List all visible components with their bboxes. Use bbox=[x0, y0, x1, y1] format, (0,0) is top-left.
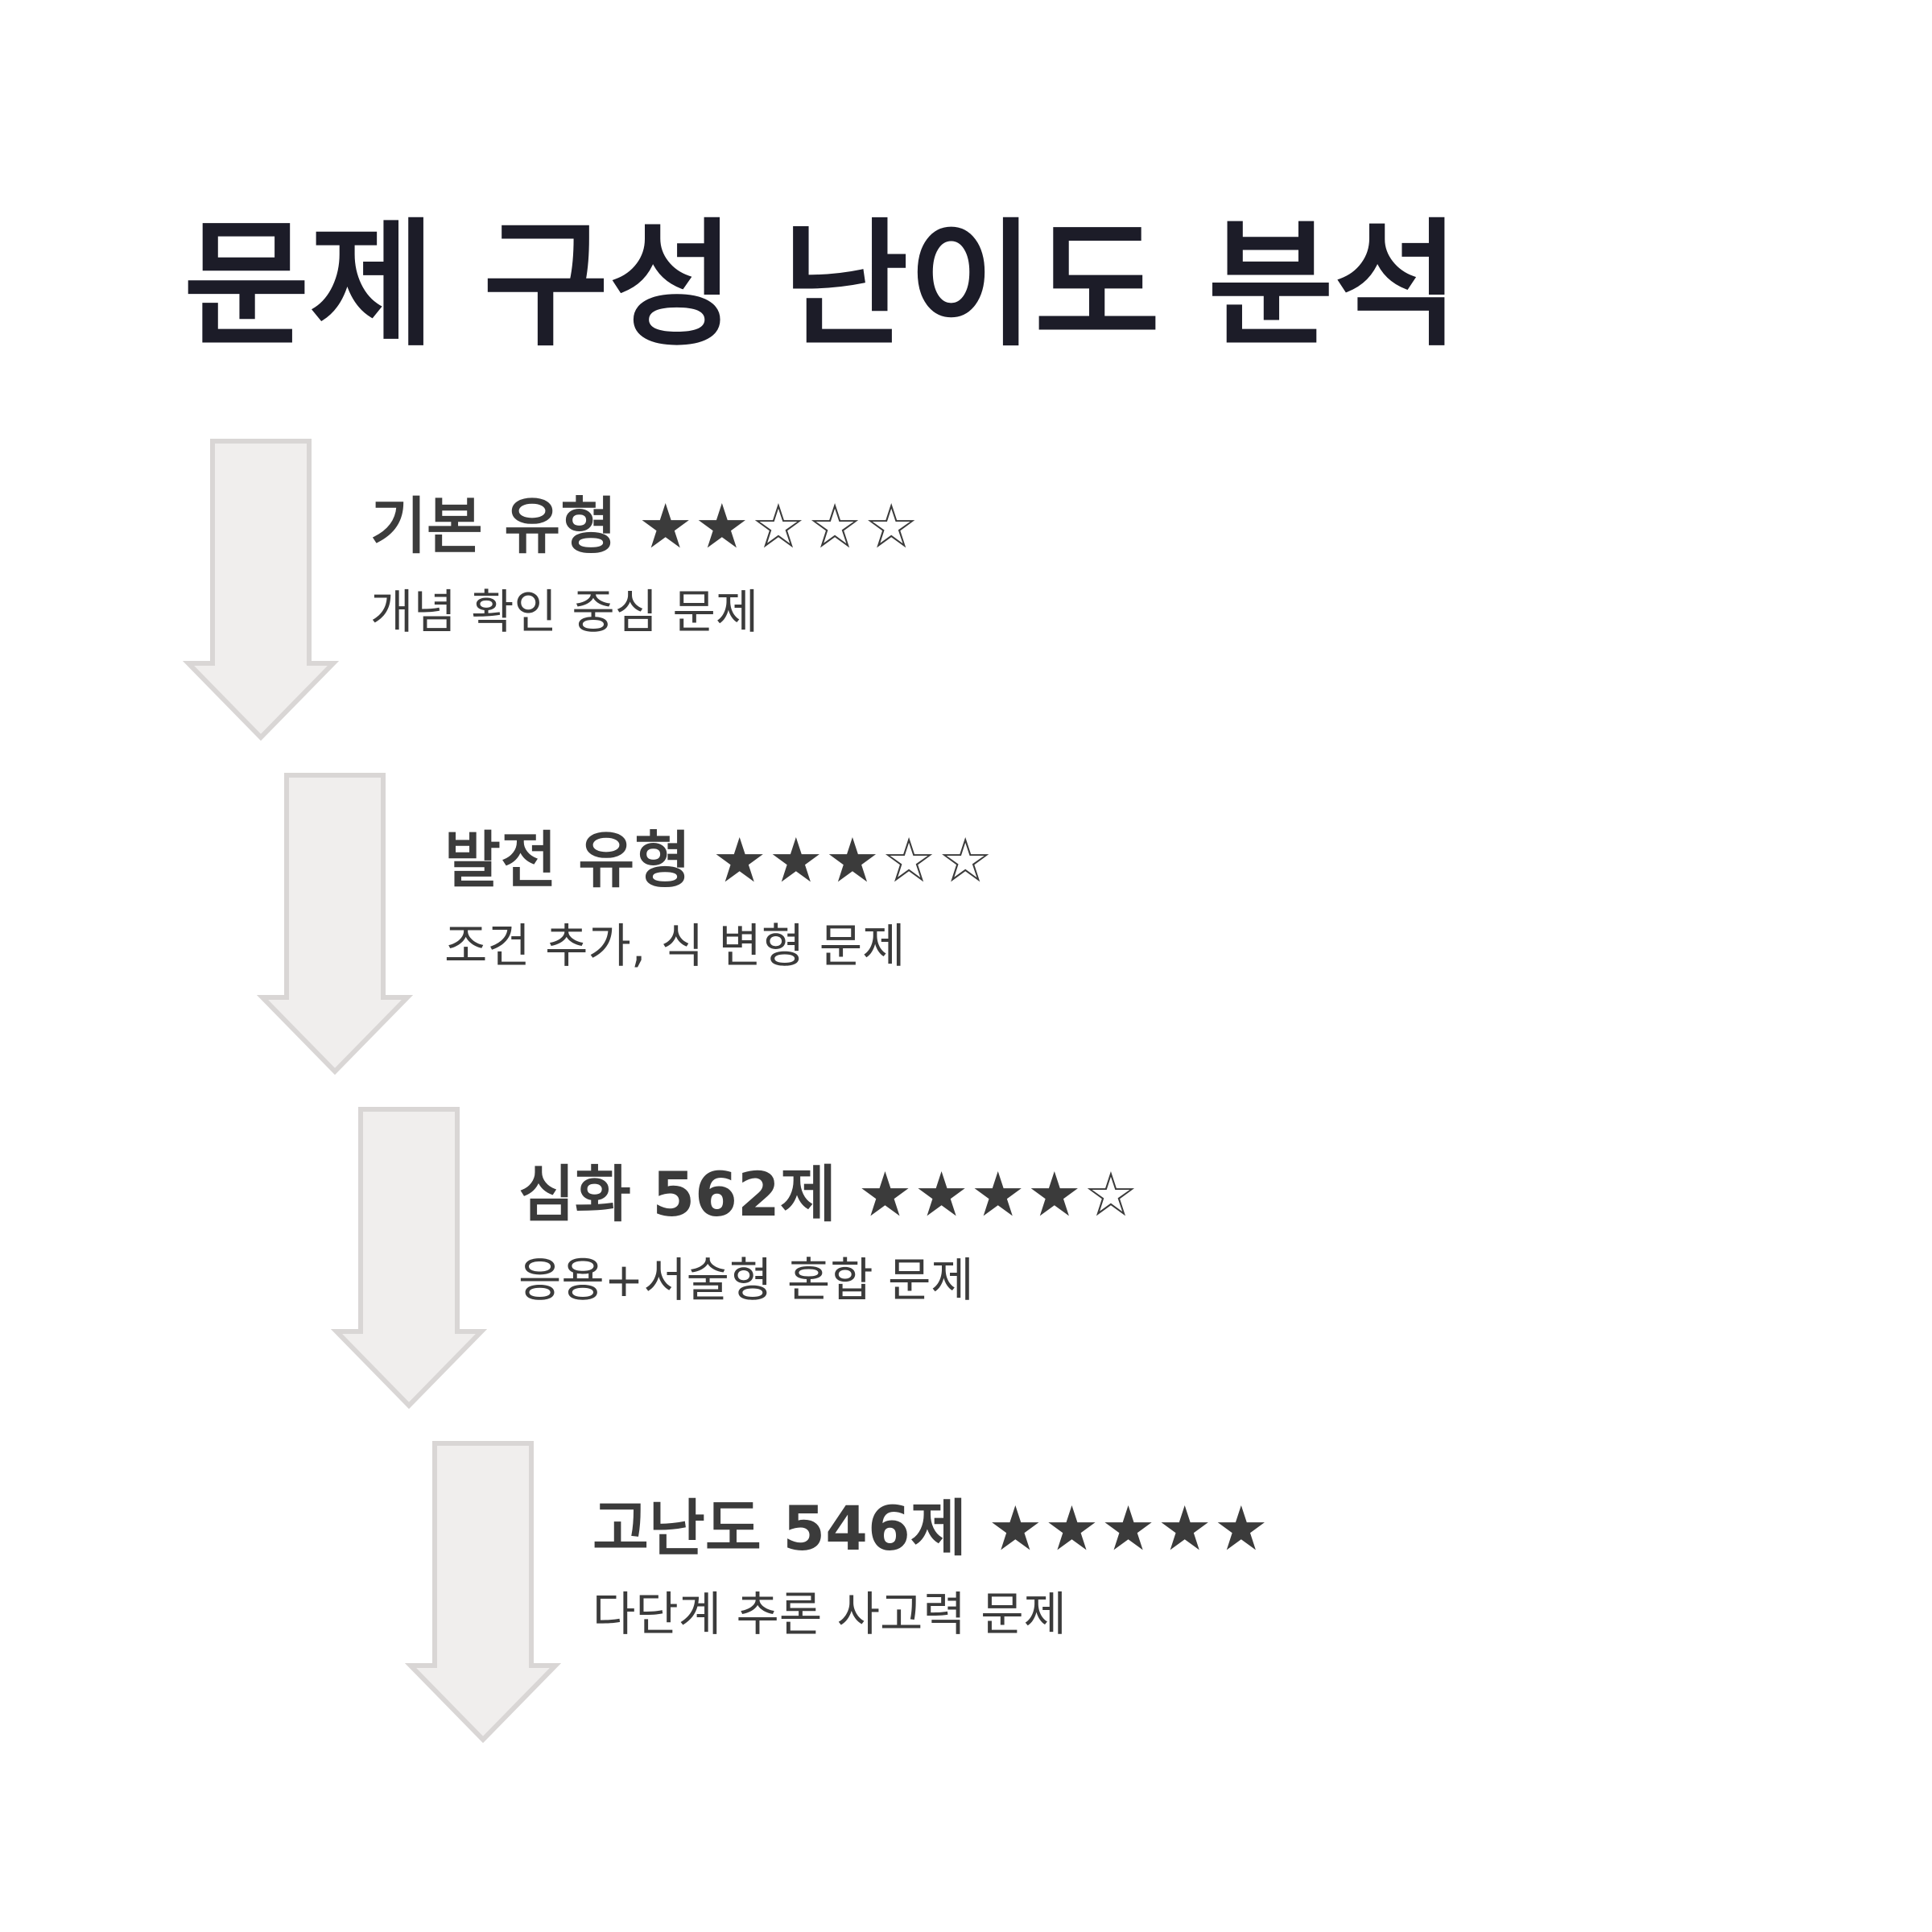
difficulty-step-advanced: 발전 유형 ★★★☆☆ 조건 추가, 식 변형 문제 bbox=[256, 773, 1707, 1097]
step-title: 심화 562제 ★★★★☆ bbox=[518, 1158, 1140, 1231]
step-title: 발전 유형 ★★★☆☆ bbox=[444, 824, 994, 897]
down-arrow-icon bbox=[182, 439, 340, 741]
step-description: 조건 추가, 식 변형 문제 bbox=[444, 919, 906, 973]
step-label: 기본 유형 bbox=[370, 490, 617, 562]
step-title: 기본 유형 ★★☆☆☆ bbox=[370, 489, 920, 563]
star-rating: ★★★☆☆ bbox=[712, 824, 995, 896]
step-description: 개념 확인 중심 문제 bbox=[370, 584, 759, 639]
difficulty-step-intensive: 심화 562제 ★★★★☆ 응용+서술형 혼합 문제 bbox=[330, 1107, 1781, 1431]
step-description: 다단계 추론 사고력 문제 bbox=[592, 1587, 1067, 1641]
star-rating: ★★★★☆ bbox=[857, 1158, 1141, 1230]
step-label: 발전 유형 bbox=[444, 824, 691, 896]
step-label: 고난도 546제 bbox=[592, 1492, 967, 1564]
star-rating: ★★★★★ bbox=[988, 1492, 1270, 1564]
down-arrow-icon bbox=[330, 1107, 488, 1410]
step-title: 고난도 546제 ★★★★★ bbox=[592, 1492, 1270, 1565]
difficulty-step-hard: 고난도 546제 ★★★★★ 다단계 추론 사고력 문제 bbox=[404, 1441, 1855, 1765]
step-label: 심화 562제 bbox=[518, 1158, 836, 1230]
difficulty-step-basic: 기본 유형 ★★☆☆☆ 개념 확인 중심 문제 bbox=[182, 439, 1633, 763]
down-arrow-icon bbox=[256, 773, 414, 1075]
star-rating: ★★☆☆☆ bbox=[638, 490, 921, 562]
down-arrow-icon bbox=[404, 1441, 562, 1744]
page-title: 문제 구성 난이도 분석 bbox=[184, 206, 1460, 365]
step-description: 응용+서술형 혼합 문제 bbox=[518, 1253, 974, 1307]
